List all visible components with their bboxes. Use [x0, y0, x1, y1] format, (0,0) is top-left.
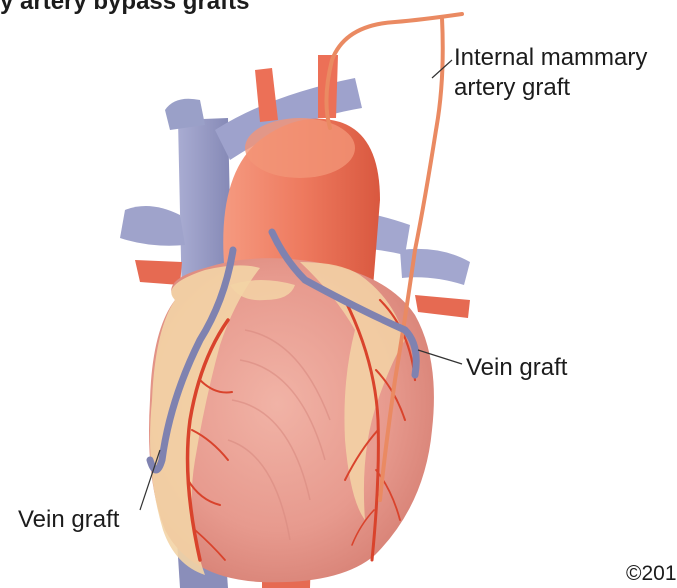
- internal-mammary-label-line2: artery graft: [454, 73, 647, 103]
- internal-mammary-label-line1: Internal mammary: [454, 43, 647, 73]
- copyright-text: ©201: [626, 562, 677, 586]
- vein-graft-left-label: Vein graft: [18, 505, 119, 535]
- internal-mammary-artery-graft-label: Internal mammary artery graft: [454, 43, 647, 103]
- vein-graft-right-label: Vein graft: [466, 353, 567, 383]
